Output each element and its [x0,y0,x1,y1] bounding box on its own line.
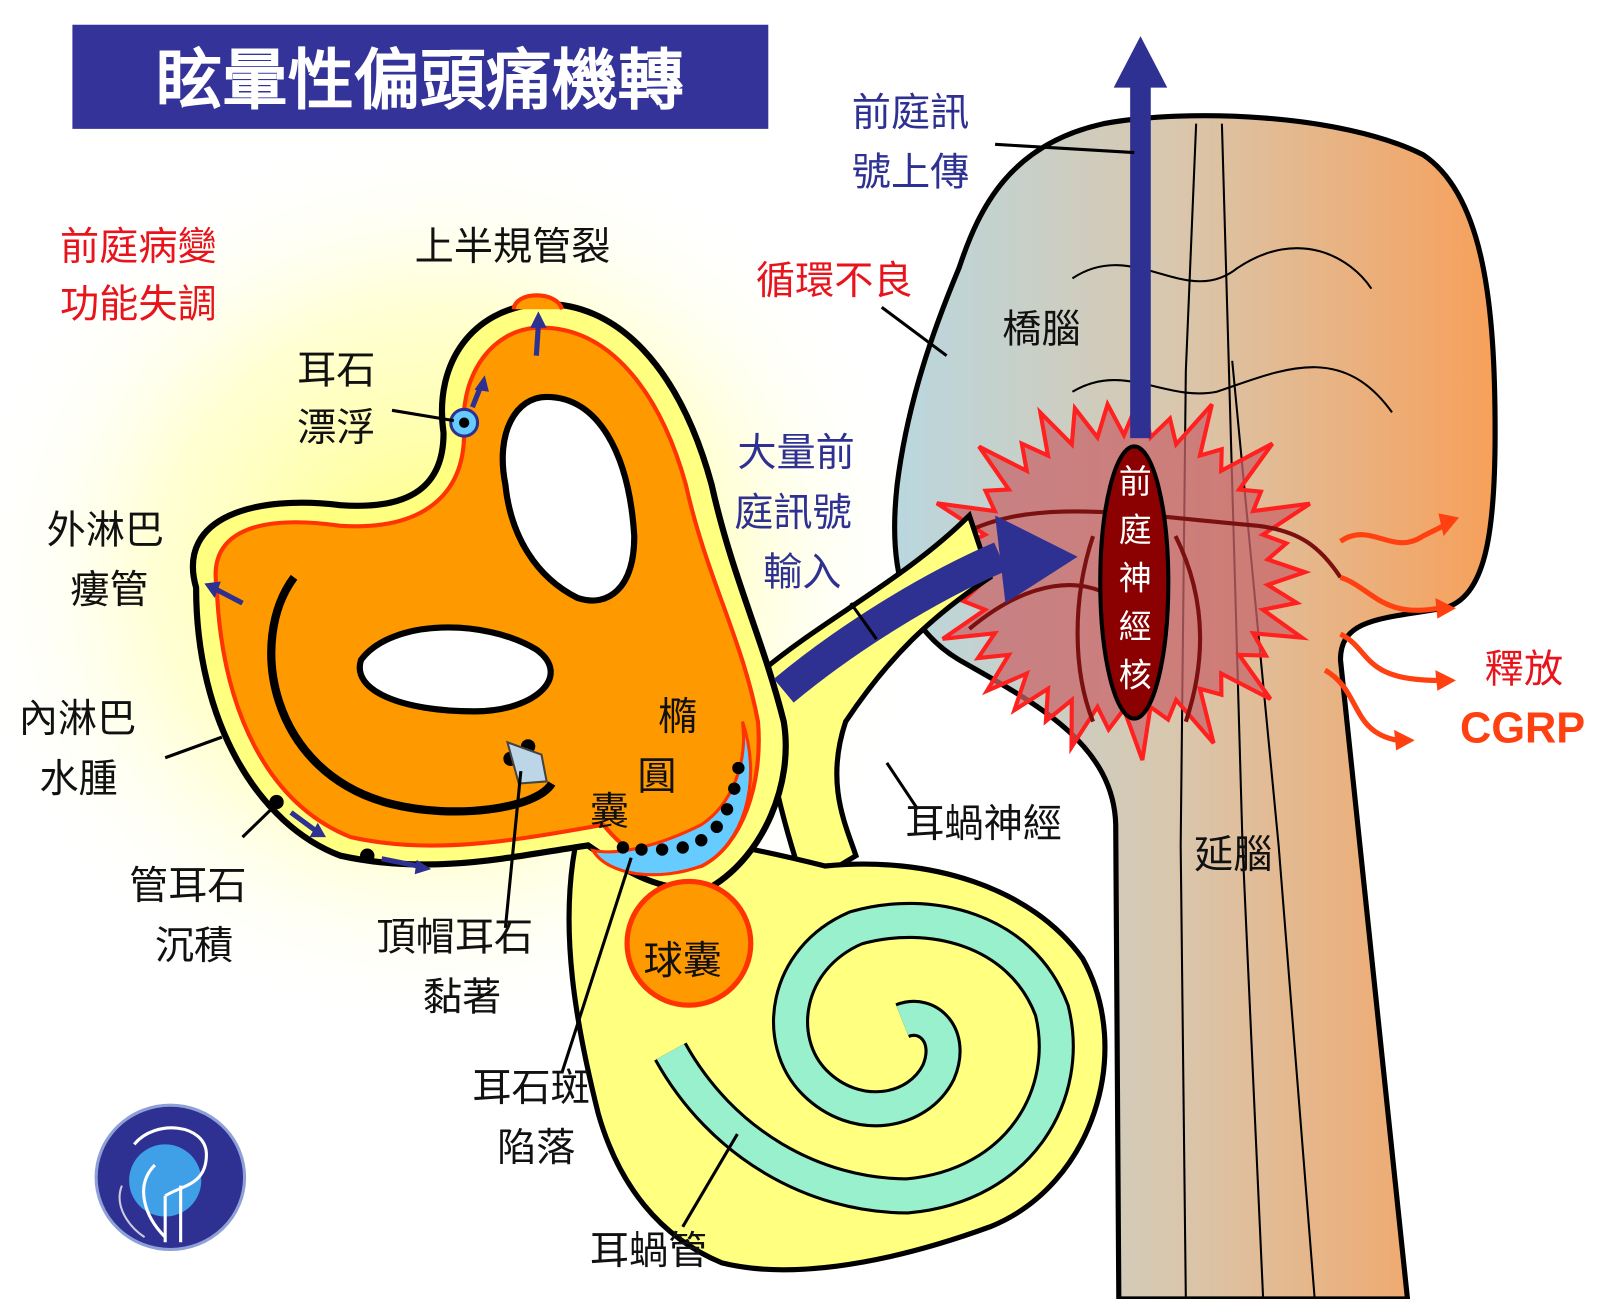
canal-ampulla-bump [511,293,565,311]
label-release: 釋放 [1485,647,1563,692]
label-signal-upward: 號上傳 [852,151,969,196]
vestibulocochlear-nerve [760,510,994,891]
page-title: 眩暈性偏頭痛機轉 [156,41,684,119]
label-perilymph-fistula: 外淋巴 [47,508,164,553]
canal-inner-lumen [499,393,638,604]
label-utricle: 橢 [658,695,697,740]
label-pons: 橋腦 [1002,307,1080,352]
nucleus-label-char: 前 [1119,462,1152,501]
cupula [505,740,548,785]
nucleus-label-char: 核 [1119,656,1152,695]
label-cgrp: CGRP [1460,704,1585,752]
signal-input-arrow-head [995,515,1078,604]
cgrp-arrowheads [1394,513,1460,751]
label-medulla: 延腦 [1194,833,1272,878]
label-cupulolithiasis: 頂帽耳石 [377,916,534,961]
clinic-logo [94,1103,247,1252]
label-canalolithiasis: 沉積 [155,924,233,969]
brainstem-tract-line [1220,123,1265,1299]
label-cochlear-nerve: 耳蝸神經 [905,802,1062,847]
title-banner [72,24,769,129]
cgrp-release-arrows [1323,523,1445,743]
label-massive-input: 輸入 [763,551,841,596]
label-utricle: 圓 [637,755,676,800]
label-utricle: 囊 [590,790,629,835]
label-macula-collapse: 耳石斑 [472,1066,589,1111]
signal-up-arrow-head [1113,36,1168,88]
pons-fold [1071,247,1373,290]
label-macula-collapse: 陷落 [497,1126,575,1171]
nerve-fiber [1173,535,1203,723]
label-signal-upward: 前庭訊 [852,91,969,136]
utricle-macula [589,721,753,877]
label-endolymphatic-hydrops: 水腫 [39,757,117,802]
saccule [624,878,754,1008]
floating-otolith-core [459,417,470,428]
leader-lines [164,305,948,1228]
label-poor-circulation: 循環不良 [756,259,913,304]
label-cupulolithiasis: 黏著 [423,975,501,1020]
label-endolymphatic-hydrops: 內淋巴 [19,697,136,742]
label-perilymph-fistula: 瘻管 [70,568,148,613]
signal-up-arrow-shaft [1130,82,1151,439]
label-superior-canal-dehiscence: 上半規管裂 [415,225,611,270]
flow-arrows [204,311,547,875]
canal-inner-lumen [267,574,556,816]
label-floating-otolith: 耳石 [297,349,375,394]
canal-inner-lumen [356,624,554,715]
nucleus-label-char: 經 [1119,607,1152,646]
label-massive-input: 庭訊號 [734,491,851,536]
nucleus-label-char: 神 [1119,559,1152,598]
nerve-fiber [1075,535,1095,723]
label-vestibular-lesion: 前庭病變 [60,225,217,270]
vestibular-nucleus [1098,444,1171,721]
nerve-fiber [957,509,1343,579]
leader-line [995,142,1135,155]
signal-input-arrow [773,542,1007,703]
label-canalolithiasis: 管耳石 [129,864,246,909]
label-saccule: 球囊 [644,939,722,984]
cochlear-duct-fill [656,904,1072,1212]
label-massive-input: 大量前 [737,431,854,476]
nucleus-label-char: 庭 [1119,510,1152,549]
label-cochlear-duct: 耳蝸管 [590,1229,707,1274]
pons-fold [1071,366,1393,413]
label-vestibular-lesion: 功能失調 [60,283,217,328]
label-floating-otolith: 漂浮 [297,406,375,451]
